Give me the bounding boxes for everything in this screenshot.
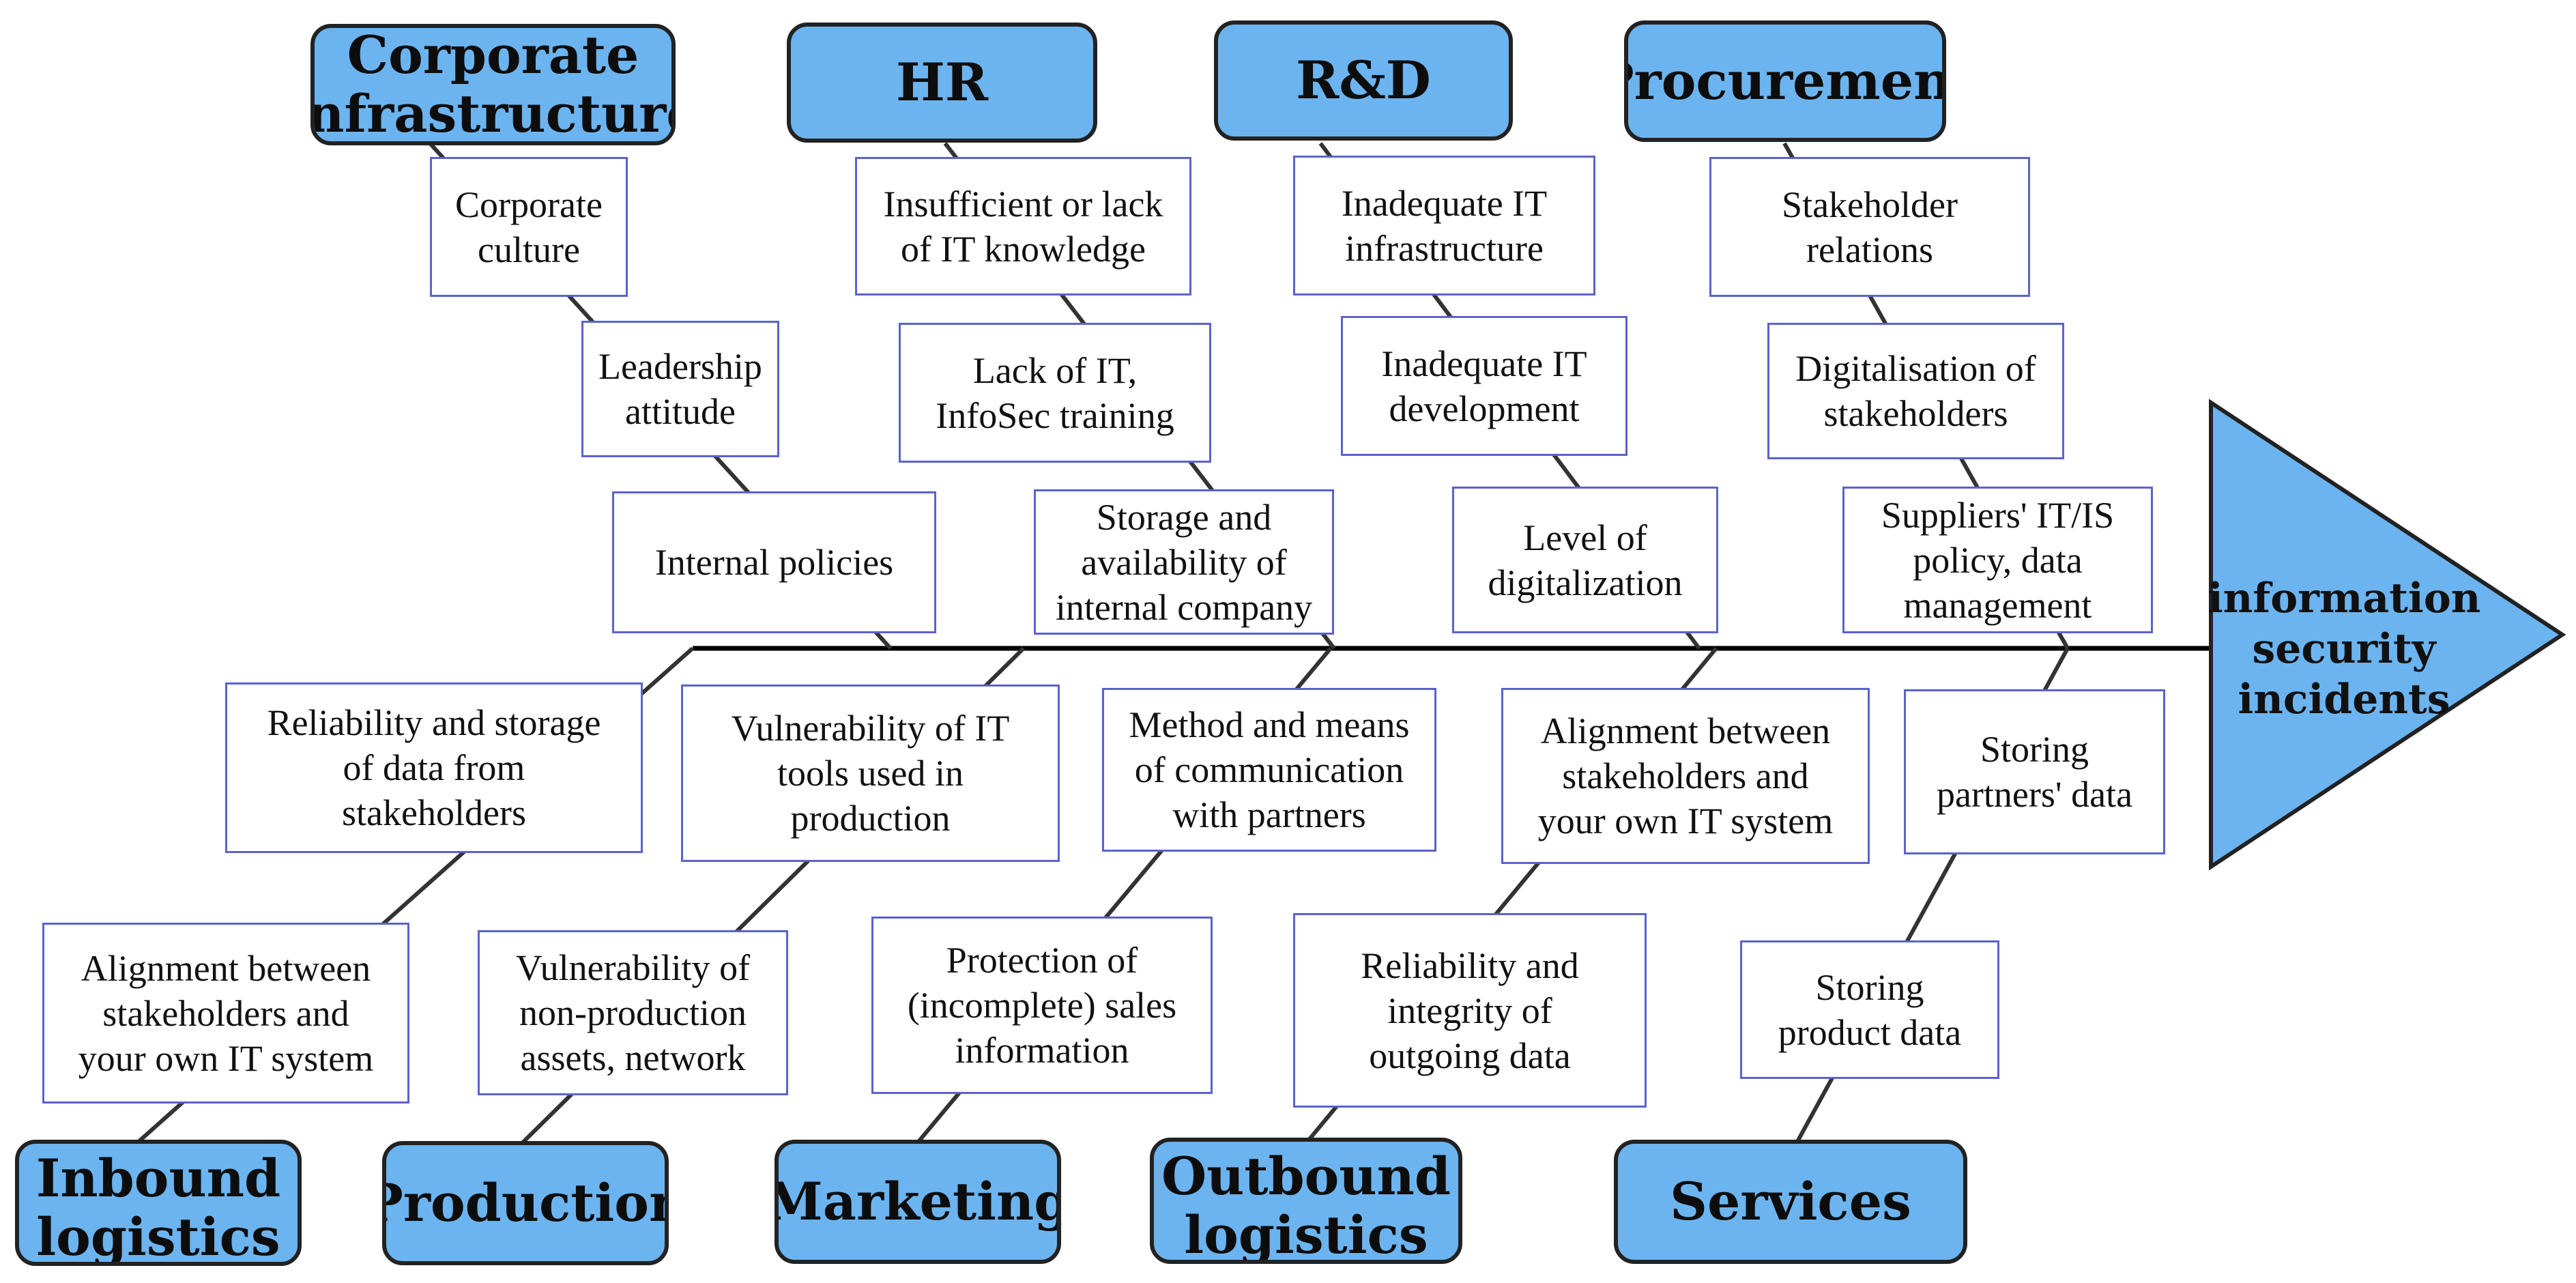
cause-lack-of-it-knowledge: Insufficient or lack of IT knowledge: [855, 157, 1191, 295]
cause-corporate-culture: Corporate culture: [430, 157, 628, 297]
cause-reliability-outgoing-data: Reliability and integrity of outgoing da…: [1293, 913, 1647, 1108]
category-outbound-logistics: Outbound logistics: [1150, 1138, 1462, 1264]
category-marketing: Marketing: [775, 1140, 1061, 1264]
cause-protection-sales-information: Protection of (incomplete) sales informa…: [871, 917, 1213, 1094]
cause-level-of-digitalization: Level of digitalization: [1452, 487, 1718, 633]
cause-leadership-attitude: Leadership attitude: [581, 321, 779, 457]
effect-label: information security incidents: [2208, 575, 2481, 723]
cause-inadequate-it-infrastructure: Inadequate IT infrastructure: [1293, 156, 1595, 295]
cause-alignment-stakeholders-outbound: Alignment between stakeholders and your …: [1501, 688, 1870, 864]
cause-storing-partners-data: Storing partners' data: [1904, 689, 2165, 854]
cause-storing-product-data: Storing product data: [1740, 940, 1999, 1079]
cause-communication-with-partners: Method and means of communication with p…: [1102, 688, 1436, 852]
cause-reliability-storage-stakeholder-data: Reliability and storage of data from sta…: [225, 682, 643, 853]
category-rnd: R&D: [1214, 20, 1513, 141]
cause-vulnerability-it-tools-production: Vulnerability of IT tools used in produc…: [681, 684, 1060, 862]
effect-arrow-head: [2209, 399, 2566, 871]
cause-suppliers-it-is-policy: Suppliers' IT/IS policy, data management: [1842, 487, 2153, 633]
cause-inadequate-it-development: Inadequate IT development: [1341, 316, 1627, 456]
category-services: Services: [1614, 1140, 1967, 1264]
category-procurement: Procurement: [1624, 20, 1946, 142]
cause-alignment-stakeholders-inbound: Alignment between stakeholders and your …: [42, 923, 409, 1104]
category-inbound-logistics: Inbound logistics: [15, 1140, 302, 1266]
category-hr: HR: [787, 23, 1097, 143]
cause-vulnerability-non-production-assets: Vulnerability of non-production assets, …: [478, 930, 788, 1095]
cause-storage-availability-internal: Storage and availability of internal com…: [1034, 489, 1334, 635]
cause-digitalisation-of-stakeholders: Digitalisation of stakeholders: [1767, 323, 2064, 459]
cause-lack-of-infosec-training: Lack of IT, InfoSec training: [899, 323, 1211, 463]
category-production: Production: [382, 1141, 669, 1265]
cause-stakeholder-relations: Stakeholder relations: [1709, 157, 2030, 297]
category-corporate-infrastructure: Corporate infrastructure: [310, 24, 676, 145]
cause-internal-policies: Internal policies: [612, 491, 936, 633]
